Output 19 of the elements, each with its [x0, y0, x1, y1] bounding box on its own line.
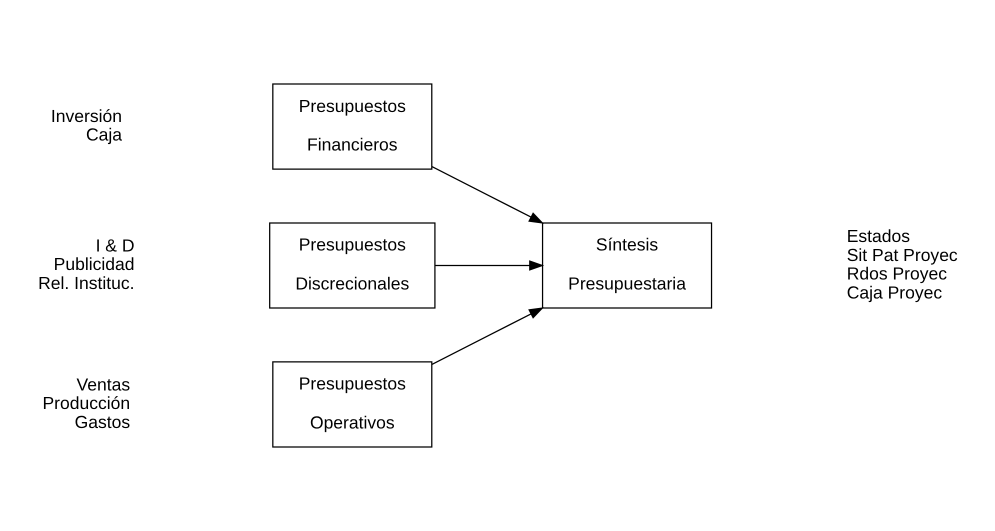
- node-box: Presupuestos Discrecionales: [269, 222, 436, 309]
- node-label: Publicidad: [54, 254, 135, 274]
- node-label: Estados: [846, 226, 910, 246]
- node-label: Inversión: [50, 106, 122, 126]
- node-label: Rdos Proyec: [846, 264, 947, 284]
- node-label: Caja Proyec: [846, 282, 942, 302]
- node-label: Sit Pat Proyec: [846, 244, 958, 265]
- node-label: Caja: [86, 124, 122, 145]
- node-label: Ventas: [76, 374, 130, 394]
- arrow: [432, 166, 544, 224]
- node-label: Gastos: [74, 412, 130, 432]
- node-label: Rel. Instituc.: [38, 272, 135, 293]
- arrow: [432, 307, 544, 365]
- node-box: Presupuestos Operativos: [272, 361, 432, 448]
- arrow: [435, 260, 544, 271]
- node-label: I & D: [96, 235, 135, 256]
- node-label: Producción: [42, 393, 130, 414]
- node-box: Presupuestos Financieros: [272, 83, 432, 170]
- node-box: Síntesis Presupuestaria: [542, 222, 712, 309]
